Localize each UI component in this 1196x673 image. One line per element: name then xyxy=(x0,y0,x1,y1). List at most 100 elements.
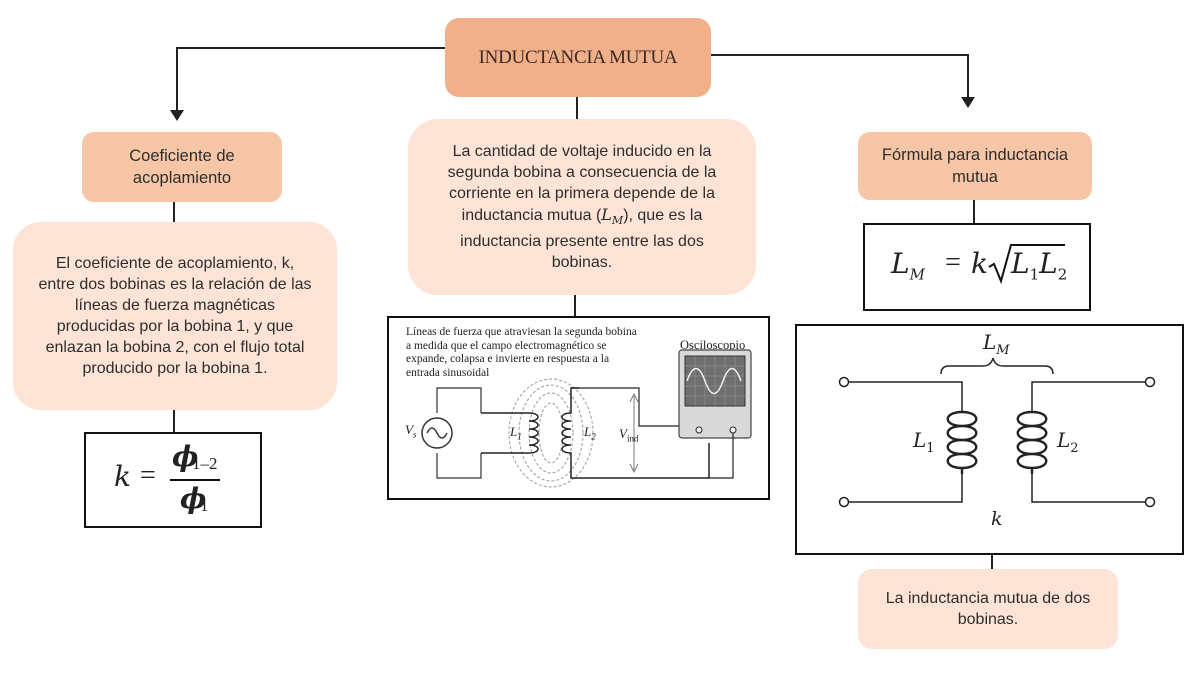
formula-numerator-sub: 1–2 xyxy=(192,454,218,473)
formula-l2-sub: 2 xyxy=(1057,265,1068,284)
connector-title-right-h xyxy=(711,54,969,56)
lm-diagram-sub: M xyxy=(996,343,1010,358)
vind-arrow xyxy=(629,392,639,474)
coil-l1-icon xyxy=(481,412,539,454)
caption-line-2: a medida que el campo electromagnético s… xyxy=(406,339,607,352)
vind-sub: ind xyxy=(626,433,639,444)
formula-lm-sub: M xyxy=(909,265,925,284)
formula-radicand: L1L2 xyxy=(1011,247,1067,284)
l2-diagram-sub: 2 xyxy=(1070,441,1079,456)
vs-label: Vs xyxy=(405,422,416,440)
formula-fraction-bar xyxy=(170,479,220,481)
connector-right-diagram-desc xyxy=(991,555,993,569)
mutual-brace-icon xyxy=(940,357,1054,375)
formula-k-symbol: k xyxy=(114,460,131,493)
left-formula-box: k = ϕ 1–2 ϕ 1 xyxy=(84,432,262,528)
center-description-node: La cantidad de voltaje inducido en la se… xyxy=(408,119,756,295)
left-header-text: Coeficiente de acoplamiento xyxy=(129,147,235,187)
secondary-wire-top xyxy=(571,387,699,427)
formula-k-coef: k xyxy=(971,247,988,280)
terminal-top-right xyxy=(1144,376,1156,388)
formula-equals: = xyxy=(140,460,156,491)
arrowhead-right xyxy=(961,97,975,108)
center-diagram-box: Líneas de fuerza que atraviesan la segun… xyxy=(387,316,770,500)
l2-diagram-text: L xyxy=(1057,428,1071,452)
left-description-node: El coeficiente de acoplamiento, k, entre… xyxy=(13,222,337,410)
radical-sign-icon xyxy=(988,244,1065,285)
terminal-top-left xyxy=(838,376,850,388)
right-description-node: La inductancia mutua de dos bobinas. xyxy=(858,569,1118,649)
right-header-text: Fórmula para inductancia mutua xyxy=(881,146,1069,186)
formula-lm-symbol: LM xyxy=(891,247,925,284)
l1-diagram-text: L xyxy=(913,428,927,452)
wire-right xyxy=(1031,381,1145,503)
vs-sub: s xyxy=(412,429,417,440)
l1-label: L1 xyxy=(510,424,522,442)
center-description-pre: La cantidad de voltaje inducido en la se… xyxy=(447,142,717,224)
formula-numerator-phi: ϕ xyxy=(172,440,199,473)
k-diagram-label: k xyxy=(991,508,1003,530)
l2-label: L2 xyxy=(584,424,596,442)
connector-right-header-formula xyxy=(973,200,975,223)
l2-text: L xyxy=(584,424,592,439)
wire-left xyxy=(849,381,963,503)
probe-terminal-2 xyxy=(729,426,737,434)
title-text: INDUCTANCIA MUTUA xyxy=(478,46,678,68)
connector-left-desc-formula xyxy=(173,410,175,432)
right-description-text: La inductancia mutua de dos bobinas. xyxy=(885,590,1091,628)
center-description-post: ), que es la inductancia presente entre … xyxy=(460,206,704,272)
center-description-text: La cantidad de voltaje inducido en la se… xyxy=(434,141,730,273)
coil-l1-icon xyxy=(946,410,978,474)
ac-sine-icon xyxy=(426,427,448,439)
lm-diagram-text: L xyxy=(983,330,997,354)
oscilloscope-grid xyxy=(685,356,745,406)
left-header-node: Coeficiente de acoplamiento xyxy=(82,132,282,202)
formula-l1-sub: 1 xyxy=(1029,265,1040,284)
terminal-bottom-left xyxy=(838,496,850,508)
connector-title-left-v xyxy=(176,47,178,113)
right-header-node: Fórmula para inductancia mutua xyxy=(858,132,1092,200)
l1-sub: 1 xyxy=(517,431,522,442)
field-lines xyxy=(508,378,594,488)
formula-equals-2: = xyxy=(945,247,961,278)
l1-text: L xyxy=(510,424,518,439)
right-formula-box: LM = k L1L2 xyxy=(863,223,1091,311)
lm-diagram-label: LM xyxy=(983,330,1010,358)
l2-sub: 2 xyxy=(591,431,596,442)
connector-left-header-desc xyxy=(173,202,175,222)
caption-line-1: Líneas de fuerza que atraviesan la segun… xyxy=(406,326,637,338)
l1-diagram-sub: 1 xyxy=(926,441,935,456)
field-lines-caption: Líneas de fuerza que atraviesan la segun… xyxy=(406,326,637,380)
formula-denominator-phi: ϕ xyxy=(180,482,207,515)
l2-diagram-label: L2 xyxy=(1057,428,1079,456)
connector-title-center xyxy=(576,97,578,119)
connector-title-left-h xyxy=(177,47,445,49)
oscilloscope-label: Osciloscopio xyxy=(680,338,746,352)
connector-title-right-v xyxy=(967,54,969,99)
coil-l2-icon xyxy=(561,387,710,479)
oscilloscope-waveform xyxy=(686,367,742,395)
title-node: INDUCTANCIA MUTUA xyxy=(445,18,711,97)
formula-denominator-sub: 1 xyxy=(200,496,209,515)
connector-center-desc-diagram xyxy=(574,295,576,316)
caption-line-4: entrada sinusoidal xyxy=(406,366,490,379)
lm-symbol: L xyxy=(601,204,612,224)
vs-text: V xyxy=(405,422,413,437)
formula-lm-text: L xyxy=(891,247,910,280)
formula-l1-text: L xyxy=(1011,247,1030,280)
arrowhead-left xyxy=(170,110,184,121)
probe-wire xyxy=(709,433,734,479)
terminal-bottom-right xyxy=(1144,496,1156,508)
vind-text: V xyxy=(619,426,627,441)
lm-symbol-sub: M xyxy=(611,214,624,228)
coupled-coils-drawing xyxy=(838,357,1156,508)
coil-l2-icon xyxy=(1016,410,1048,474)
circuit-drawing xyxy=(421,349,752,488)
formula-l2-text: L xyxy=(1039,247,1058,280)
caption-line-3: expande, colapsa e invierte en respuesta… xyxy=(406,353,610,365)
left-description-text: El coeficiente de acoplamiento, k, entre… xyxy=(38,255,312,377)
source-wires xyxy=(436,387,482,479)
probe-terminal-1 xyxy=(695,426,703,434)
vind-label: Vind xyxy=(619,426,638,444)
right-diagram-box: LM L1 L2 k xyxy=(795,324,1184,555)
